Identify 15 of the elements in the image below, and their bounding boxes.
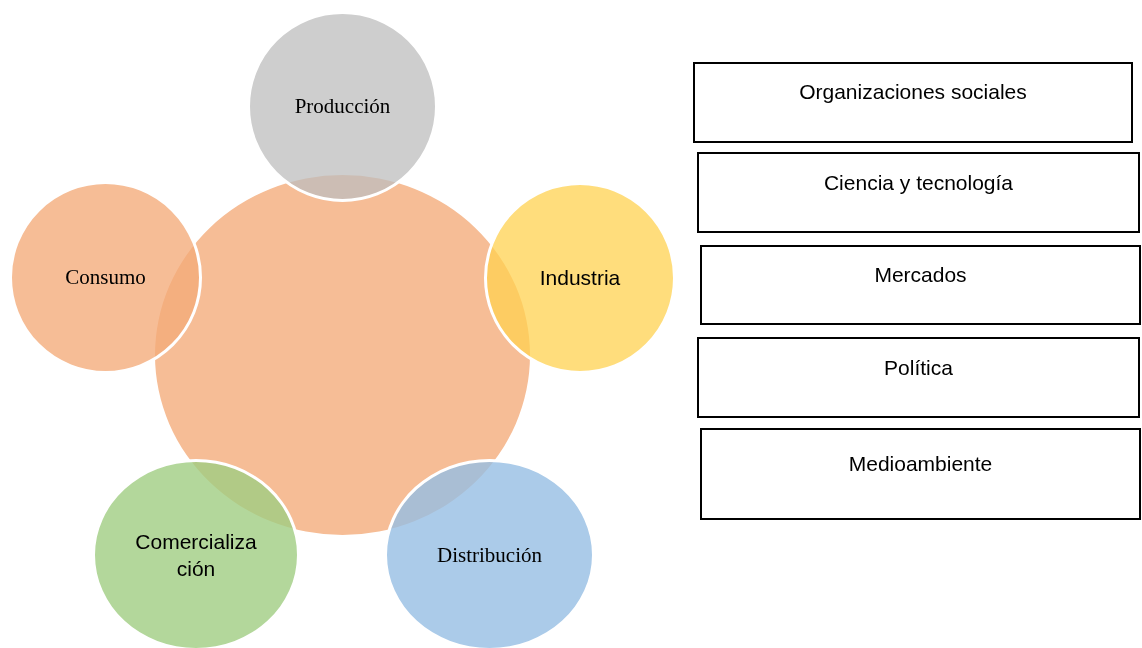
- node-label: Mercados: [874, 263, 967, 287]
- node-label: Industria: [539, 266, 621, 290]
- node-label: Producción: [294, 94, 391, 119]
- node-label: Política: [884, 356, 953, 380]
- text-box: [693, 62, 1133, 143]
- text-box: [697, 337, 1140, 418]
- node-label: Consumo: [65, 265, 146, 290]
- node-label: Medioambiente: [848, 452, 993, 476]
- node-label: Comercialización: [134, 528, 258, 582]
- text-box: [697, 152, 1140, 233]
- text-box: [700, 428, 1141, 520]
- node-label: Organizaciones sociales: [799, 80, 1027, 104]
- node-label: Ciencia y tecnología: [823, 171, 1014, 195]
- text-box: [700, 245, 1141, 325]
- node-label: Distribución: [437, 542, 542, 568]
